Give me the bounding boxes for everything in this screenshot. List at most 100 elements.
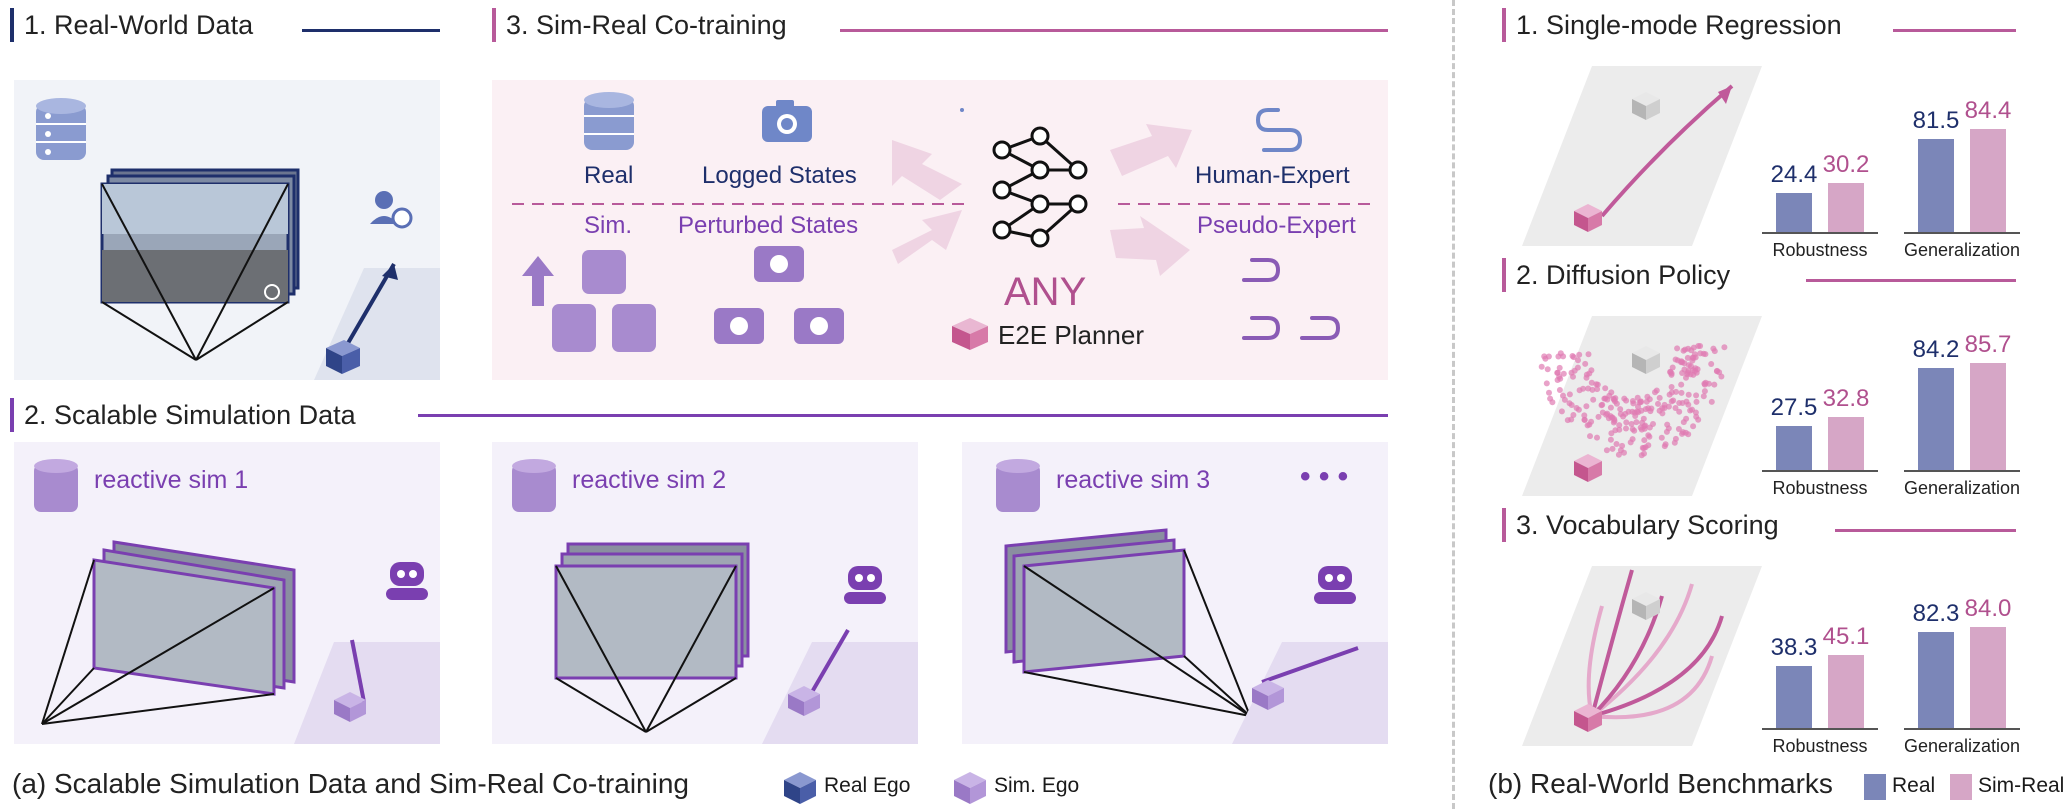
bar-3-robustness-simreal [1828,655,1864,728]
cotrain-real-label: Real [584,162,634,189]
legend-real-ego-swatch [784,772,818,811]
cotrain-sim-label: Sim. [584,212,632,239]
sim-ego-cube [1252,680,1284,710]
cotrain-logged-states-label: Logged States [702,162,857,189]
caption-left: (a) Scalable Simulation Data and Sim-Rea… [12,768,689,799]
value-3-robustness-simreal: 45.1 [1822,623,1870,651]
sim-ego-cube [788,686,820,716]
chart-title-text-1: 1. Single-mode Regression [1516,9,1842,40]
cotraining-illustration [512,92,1374,352]
legend-simreal-swatch [1950,774,1972,800]
database-icon [996,459,1040,512]
cotrain-perturbed-states-label: Perturbed States [678,212,859,239]
route-icon [960,108,1303,152]
section-real-world-title: 1. Real-World Data [10,8,253,42]
legend-real-ego-label: Real Ego [824,774,911,797]
bar-1-generalization-real [1918,139,1954,232]
sim-illustration-3 [996,459,1388,744]
chart-title-2: 2. Diffusion Policy [1502,258,1730,292]
axis-baseline-2-1 [1762,470,1878,472]
caption-right: (b) Real-World Benchmarks [1488,768,1833,799]
bar-2-generalization-simreal [1970,362,2006,470]
value-1-robustness-simreal: 30.2 [1822,151,1870,179]
section-simulation-rule [418,414,1388,417]
section-real-world-label: 1. Real-World Data [24,9,254,40]
axis-label-1-generalization: Generalization [1903,240,2021,260]
robot-icon [1314,566,1356,604]
database-icon [512,459,556,512]
cotraining-panel: Real Logged States Human-Expert Sim. Per… [492,80,1388,380]
sim-panel-3: reactive sim 3 • • • [962,442,1388,744]
sim-ego-cube [334,692,366,722]
real-world-panel [14,80,440,380]
sim-label-1: reactive sim 1 [94,466,249,494]
neural-network-icon [992,126,1088,248]
sim-camera-icons [714,246,844,344]
axis-label-3-robustness: Robustness [1772,736,1868,756]
value-1-generalization-simreal: 84.4 [1964,97,2012,125]
bar-3-generalization-simreal [1970,626,2006,728]
value-2-generalization-real: 84.2 [1912,335,1960,363]
chart-title-rule-3 [1834,529,2016,532]
cotrain-human-expert-label: Human-Expert [1195,162,1350,189]
sim-database-icons [522,250,656,352]
sim-illustration-2 [512,459,918,744]
sim-ellipsis: • • • [1300,460,1349,493]
cotrain-e2e-planner-label: E2E Planner [998,320,1144,350]
multi-route-icons [1242,258,1341,340]
real-world-illustration [36,98,440,380]
section-cotraining-title: 3. Sim-Real Co-training [492,8,787,42]
real-ego-cube [326,340,360,374]
legend-sim-ego-label: Sim. Ego [994,774,1080,797]
camera-icon [762,100,812,142]
bar-2-robustness-real [1776,425,1812,470]
chart-title-rule-2 [1805,279,2016,282]
cotrain-pseudo-expert-label: Pseudo-Expert [1197,212,1356,239]
chart-title-3: 3. Vocabulary Scoring [1502,508,1779,542]
chart-title-text-3: 3. Vocabulary Scoring [1516,509,1779,540]
real-database-icon [584,92,634,150]
camera-frames [100,168,300,361]
axis-baseline-3-2 [1904,728,2020,730]
axis-baseline-2-2 [1904,470,2020,472]
value-3-robustness-real: 38.3 [1770,634,1818,662]
bar-3-robustness-real [1776,666,1812,728]
sim-label-2: reactive sim 2 [572,466,727,494]
section-cotraining-rule [840,29,1388,32]
value-1-generalization-real: 81.5 [1912,107,1960,135]
legend-real-swatch [1864,774,1886,800]
bar-1-robustness-real [1776,192,1812,232]
axis-label-2-robustness: Robustness [1772,478,1868,498]
panel-divider [1452,0,1455,809]
axis-baseline-1-2 [1904,232,2020,234]
section-real-world-rule [302,29,440,32]
sim-illustration-1 [34,459,440,744]
chart-title-1: 1. Single-mode Regression [1502,8,1842,42]
sim-label-3: reactive sim 3 [1056,466,1211,494]
sim-panel-2: reactive sim 2 [492,442,918,744]
axis-baseline-3-1 [1762,728,1878,730]
axis-label-3-generalization: Generalization [1903,736,2021,756]
chart-title-rule-1 [1892,29,2016,32]
trajectory-thumbnail-3 [1522,566,1762,746]
bar-2-robustness-simreal [1828,417,1864,470]
robot-icon [386,562,428,600]
driver-icon [370,191,413,229]
value-3-generalization-simreal: 84.0 [1964,594,2012,622]
section-simulation-label: 2. Scalable Simulation Data [24,399,356,430]
planner-cube-icon [952,318,988,350]
legend-real-label: Real [1892,774,1936,797]
trajectory-thumbnail-1 [1522,66,1762,246]
database-icon [36,98,86,160]
section-simulation-title: 2. Scalable Simulation Data [10,398,356,432]
chart-title-text-2: 2. Diffusion Policy [1516,259,1731,290]
robot-icon [844,566,886,604]
section-cotraining-label: 3. Sim-Real Co-training [506,9,787,40]
sim-panel-1: reactive sim 1 [14,442,440,744]
value-2-robustness-simreal: 32.8 [1822,385,1870,413]
value-3-generalization-real: 82.3 [1912,600,1960,628]
bar-2-generalization-real [1918,367,1954,470]
axis-label-1-robustness: Robustness [1772,240,1868,260]
value-2-robustness-real: 27.5 [1770,393,1818,421]
trajectory-thumbnail-2 [1522,316,1762,496]
